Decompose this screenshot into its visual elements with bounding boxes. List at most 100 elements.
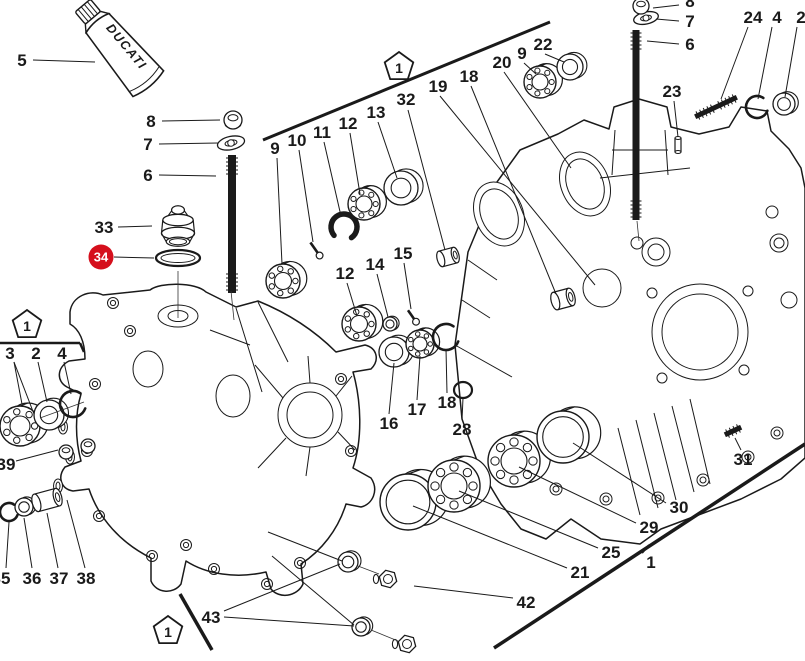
- leader-line: [646, 40, 680, 45]
- leader-line: [572, 442, 667, 504]
- section-line: [641, 544, 650, 554]
- part-bearing: [523, 62, 564, 99]
- callout-number: 7: [685, 12, 694, 31]
- part-bearing: [405, 327, 441, 359]
- callout-number: 29: [640, 518, 659, 537]
- part-circlip-small: [0, 501, 19, 523]
- callout-7: 7: [685, 12, 694, 31]
- leader-line: [544, 53, 565, 63]
- axis-line: [357, 565, 380, 575]
- callout-21: 21: [571, 563, 590, 582]
- callout-number: 31: [734, 450, 753, 469]
- part-seal-ring: [772, 91, 799, 116]
- leader-line: [46, 512, 59, 569]
- part-dowel-pin: [674, 135, 682, 155]
- callout-5: 5: [17, 51, 26, 70]
- callout-number: 24: [744, 8, 763, 27]
- left-crankcase-half: [53, 283, 377, 596]
- leader-line: [734, 437, 742, 451]
- part-cap-nut: [223, 110, 243, 130]
- part-seal-washer: [351, 616, 374, 637]
- callout-2: 2: [796, 8, 805, 27]
- leader-line: [32, 59, 96, 63]
- part-roller-bearing: [427, 455, 491, 513]
- callout-number: 42: [517, 593, 536, 612]
- callout-number: 37: [50, 569, 69, 588]
- part-bearing: [265, 260, 308, 299]
- callout-35: 35: [0, 569, 10, 588]
- leader-line: [523, 62, 537, 75]
- callout-number: 4: [57, 344, 67, 363]
- callout-10: 10: [288, 131, 307, 150]
- part-bearing: [347, 185, 387, 221]
- part-washer: [382, 315, 400, 332]
- callout-number: 23: [663, 82, 682, 101]
- callout-36: 36: [23, 569, 42, 588]
- callout-number: 6: [143, 166, 152, 185]
- callout-number: 11: [313, 123, 331, 142]
- callout-number: 8: [146, 112, 155, 131]
- callout-9: 9: [517, 44, 526, 63]
- section-line: [178, 593, 214, 651]
- callout-number: 36: [23, 569, 42, 588]
- callout-number: 21: [571, 563, 590, 582]
- callout-number: 38: [77, 569, 96, 588]
- leader-line: [113, 256, 155, 259]
- callout-number: 4: [772, 8, 782, 27]
- callout-number: 16: [380, 414, 399, 433]
- callout-29: 29: [640, 518, 659, 537]
- leader-line: [158, 174, 217, 177]
- callout-number: 18: [460, 67, 479, 86]
- part-circlip: [58, 389, 87, 419]
- leader-line: [267, 531, 343, 562]
- callout-24: 24: [744, 8, 763, 27]
- callout-39: 39: [0, 455, 15, 474]
- leader-line: [223, 616, 355, 627]
- part-half-ring-retainer: [328, 211, 360, 241]
- callout-number: 34: [94, 250, 109, 265]
- callout-number: 30: [670, 498, 689, 517]
- group-marker-number: 1: [395, 60, 403, 76]
- callout-28: 28: [453, 420, 472, 439]
- leader-line: [376, 273, 389, 318]
- leader-line: [23, 517, 33, 569]
- leader-line: [407, 109, 446, 251]
- callout-38: 38: [77, 569, 96, 588]
- callout-number: 2: [31, 344, 40, 363]
- callout-19: 19: [429, 77, 448, 96]
- leader-line: [445, 348, 448, 394]
- part-breather-valve: [160, 205, 196, 247]
- callout-32: 32: [397, 90, 416, 109]
- callout-1: 1: [646, 553, 655, 572]
- group-marker-number: 1: [164, 624, 172, 640]
- callout-7: 7: [143, 135, 152, 154]
- callout-6: 6: [685, 35, 694, 54]
- callout-25: 25: [602, 543, 621, 562]
- callout-17: 17: [408, 400, 427, 419]
- callout-31: 31: [734, 450, 753, 469]
- callout-12: 12: [336, 264, 355, 283]
- ducati-tube: DUCATI: [75, 0, 165, 98]
- callout-number: 1: [646, 553, 655, 572]
- part-stud-short: [226, 155, 238, 293]
- axis-line: [636, 220, 640, 242]
- part-cap-nut-small: [58, 444, 74, 460]
- part-dowel-bush: [550, 287, 576, 311]
- callout-number: 43: [202, 608, 221, 627]
- callout-18: 18: [438, 393, 457, 412]
- callout-4: 4: [772, 8, 782, 27]
- leader-line: [413, 585, 514, 599]
- part-spacer-bush: [31, 487, 63, 513]
- leader-line: [652, 4, 680, 9]
- callout-number: 19: [429, 77, 448, 96]
- callout-number: 3: [5, 344, 14, 363]
- callout-4: 4: [57, 344, 67, 363]
- callout-12: 12: [339, 114, 358, 133]
- callout-30: 30: [670, 498, 689, 517]
- leader-line: [757, 26, 773, 100]
- leader-line: [673, 100, 679, 138]
- callout-8: 8: [685, 0, 694, 11]
